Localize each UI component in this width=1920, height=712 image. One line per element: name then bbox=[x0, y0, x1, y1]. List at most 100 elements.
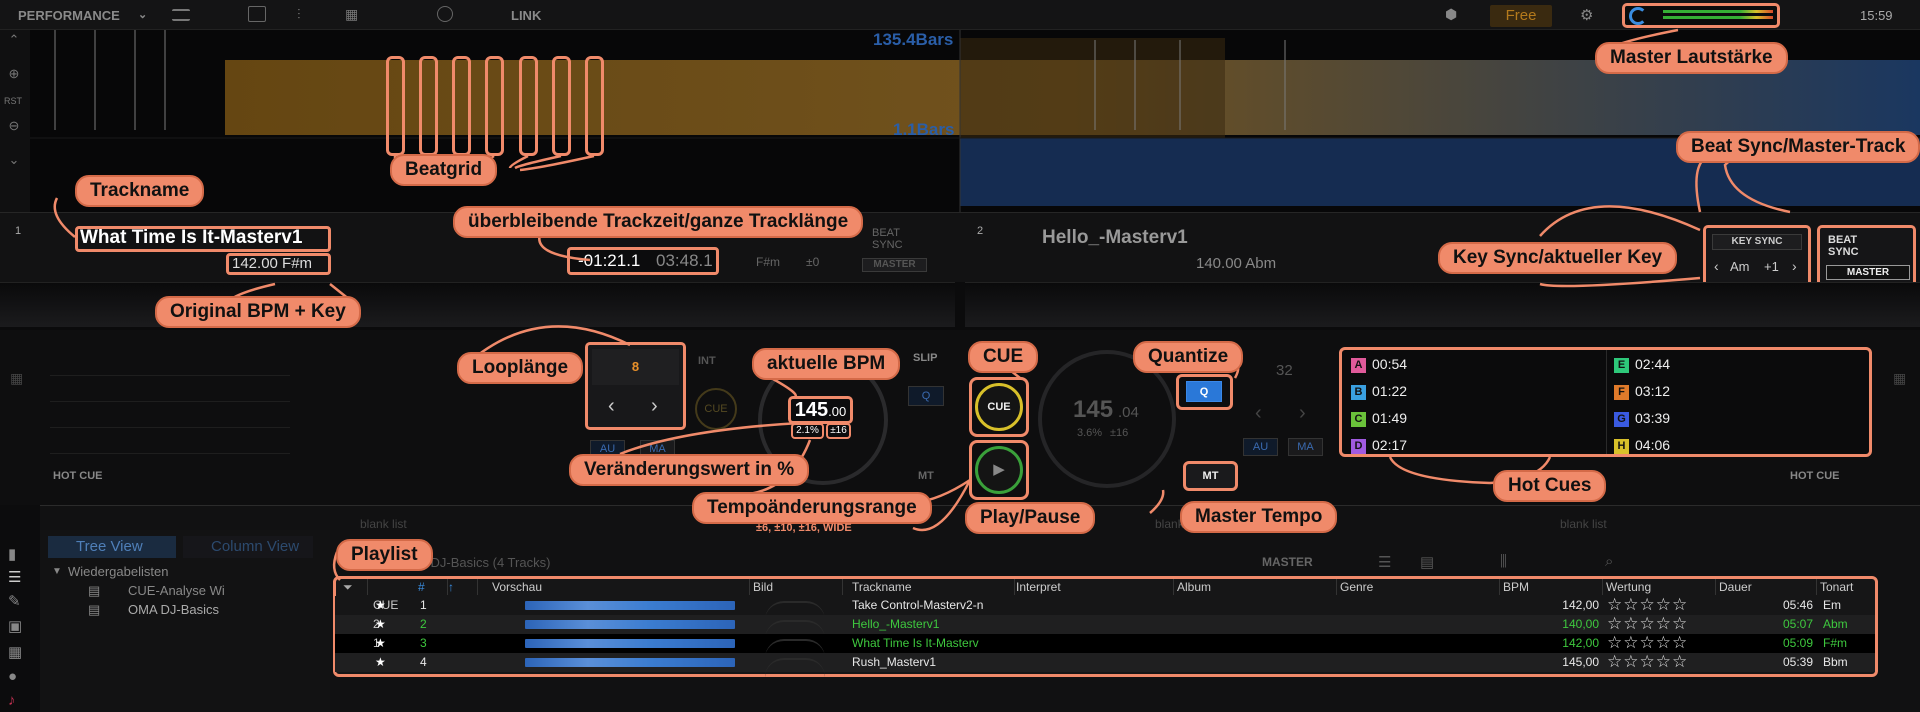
tools-icon[interactable]: ✎ bbox=[8, 593, 21, 610]
fx-icon[interactable] bbox=[248, 6, 266, 22]
key-prev-icon[interactable]: ‹ bbox=[1714, 258, 1719, 274]
track-preview-waveform[interactable] bbox=[525, 658, 735, 667]
track-rating[interactable]: ☆☆☆☆☆ bbox=[1607, 653, 1689, 671]
col-preview[interactable]: Vorschau bbox=[492, 579, 750, 595]
grid-icon[interactable]: ▦ bbox=[1893, 370, 1907, 386]
deck1-key[interactable]: F#m bbox=[756, 255, 780, 269]
col-album[interactable]: Album bbox=[1177, 579, 1337, 595]
mixer-icon[interactable]: ⫶ bbox=[297, 6, 301, 22]
tab-tree-view[interactable]: Tree View bbox=[48, 536, 176, 558]
loop-halve-icon[interactable]: ‹ bbox=[1255, 402, 1262, 424]
zoom-out-icon[interactable]: ⊖ bbox=[8, 118, 20, 133]
deck1-overview-waveform[interactable] bbox=[0, 282, 955, 327]
master-filter[interactable]: MASTER bbox=[1262, 555, 1313, 569]
grid-icon[interactable]: ▦ bbox=[10, 370, 24, 386]
key-next-icon[interactable]: › bbox=[1792, 258, 1797, 274]
column-view-icon[interactable]: ▤ bbox=[1420, 554, 1435, 571]
chevron-up-icon[interactable]: ⌃ bbox=[8, 32, 20, 47]
col-rating[interactable]: Wertung bbox=[1606, 579, 1716, 595]
volume-knob-icon[interactable] bbox=[1629, 7, 1647, 25]
slip-button[interactable]: SLIP bbox=[913, 352, 938, 364]
record-icon[interactable] bbox=[437, 6, 453, 22]
expand-icon[interactable]: ▼ bbox=[52, 566, 62, 577]
tab-column-view[interactable]: Column View bbox=[183, 536, 313, 558]
globe-icon[interactable]: ● bbox=[8, 668, 18, 685]
grid-icon[interactable]: ▦ bbox=[345, 6, 359, 22]
col-duration[interactable]: Dauer bbox=[1719, 579, 1817, 595]
int-button[interactable]: INT bbox=[698, 355, 716, 367]
split-view-icon[interactable]: ⫼ bbox=[1500, 553, 1507, 570]
zoom-in-icon[interactable]: ⊕ bbox=[8, 66, 20, 81]
track-rating[interactable]: ☆☆☆☆☆ bbox=[1607, 634, 1689, 652]
chevron-down-icon[interactable]: ⌄ bbox=[138, 9, 148, 21]
deck1-quantize-button[interactable]: Q bbox=[908, 386, 944, 406]
deck1-beat-sync[interactable]: BEAT SYNC bbox=[872, 227, 903, 251]
reset-button[interactable]: RST bbox=[4, 96, 22, 106]
deck1-cue-button[interactable]: CUE bbox=[695, 388, 737, 430]
tree-item-cue-analyse[interactable]: CUE-Analyse Wi bbox=[128, 583, 225, 598]
deck1-master-button[interactable]: MASTER bbox=[862, 258, 927, 272]
loop-double-icon[interactable]: › bbox=[651, 395, 658, 417]
search-icon[interactable]: ⌕ bbox=[1605, 553, 1614, 570]
explorer-icon[interactable]: ▣ bbox=[8, 618, 23, 635]
deck2-hot-cue-label[interactable]: HOT CUE bbox=[1790, 470, 1840, 482]
blank-list-tab-1[interactable]: blank list bbox=[360, 517, 407, 531]
deck1-master-tempo-label[interactable]: MT bbox=[918, 470, 934, 482]
deck2-jog-wheel[interactable] bbox=[1038, 350, 1176, 488]
loop-halve-icon[interactable]: ‹ bbox=[608, 395, 615, 417]
col-genre[interactable]: Genre bbox=[1340, 579, 1500, 595]
col-artwork[interactable]: Bild bbox=[753, 579, 843, 595]
deck2-key-sync-button[interactable]: KEY SYNC bbox=[1712, 234, 1802, 250]
deck1-time-total[interactable]: 03:48.1 bbox=[656, 251, 713, 270]
bookmark-icon[interactable]: ▮ bbox=[8, 546, 17, 563]
col-key[interactable]: Tonart bbox=[1820, 580, 1854, 594]
hot-cue-slot[interactable] bbox=[50, 350, 290, 376]
deck2-quantize-button[interactable]: Q bbox=[1186, 381, 1222, 402]
blank-list-tab-3[interactable]: blank list bbox=[1560, 517, 1607, 531]
deck2-play-pause-button[interactable]: ▶ bbox=[975, 446, 1023, 494]
hot-cue-slot[interactable] bbox=[50, 402, 290, 428]
grid-icon[interactable]: ▦ bbox=[8, 644, 23, 661]
list-view-icon[interactable]: ☰ bbox=[1378, 554, 1392, 571]
loop-double-icon[interactable]: › bbox=[1299, 402, 1306, 424]
music-icon[interactable]: ♪ bbox=[8, 692, 16, 709]
deck2-master-tempo-button[interactable]: MT bbox=[1183, 461, 1238, 491]
hot-cue-slot[interactable] bbox=[50, 376, 290, 402]
col-trackname[interactable]: Trackname bbox=[852, 579, 1015, 595]
deck2-master-button[interactable]: MASTER bbox=[1826, 265, 1910, 280]
track-preview-waveform[interactable] bbox=[525, 620, 735, 629]
deck1-key-offset[interactable]: ±0 bbox=[806, 255, 820, 269]
track-rating[interactable]: ☆☆☆☆☆ bbox=[1607, 596, 1689, 614]
sort-asc-icon[interactable]: ↑ bbox=[448, 579, 478, 595]
hot-cue-slot[interactable] bbox=[50, 428, 290, 454]
deck1-hot-cue-label[interactable]: HOT CUE bbox=[53, 470, 103, 482]
mode-selector[interactable]: PERFORMANCE bbox=[18, 8, 120, 23]
col-bpm[interactable]: BPM bbox=[1503, 579, 1603, 595]
col-number[interactable]: # bbox=[418, 579, 448, 595]
deck2-cue-button[interactable]: CUE bbox=[975, 383, 1023, 431]
deck1-auto-button[interactable]: AU bbox=[590, 440, 625, 458]
track-rating[interactable]: ☆☆☆☆☆ bbox=[1607, 615, 1689, 633]
deck2-auto-button[interactable]: AU bbox=[1243, 438, 1278, 456]
deck2-manual-button[interactable]: MA bbox=[1288, 438, 1323, 456]
col-artist[interactable]: Interpret bbox=[1016, 579, 1174, 595]
tree-item-oma-dj-basics[interactable]: OMA DJ-Basics bbox=[128, 602, 220, 617]
deck2-beat-sync-button[interactable]: BEAT SYNC bbox=[1828, 234, 1859, 258]
deck1-time-remaining[interactable]: -01:21.1 bbox=[578, 251, 641, 270]
track-preview-waveform[interactable] bbox=[525, 601, 735, 610]
tree-root-playlists[interactable]: Wiedergabelisten bbox=[68, 564, 169, 579]
track-preview-waveform[interactable] bbox=[525, 639, 735, 648]
layout-icon[interactable] bbox=[172, 9, 190, 21]
gear-icon[interactable]: ⚙ bbox=[1580, 7, 1594, 24]
plan-badge[interactable]: Free bbox=[1490, 5, 1552, 27]
